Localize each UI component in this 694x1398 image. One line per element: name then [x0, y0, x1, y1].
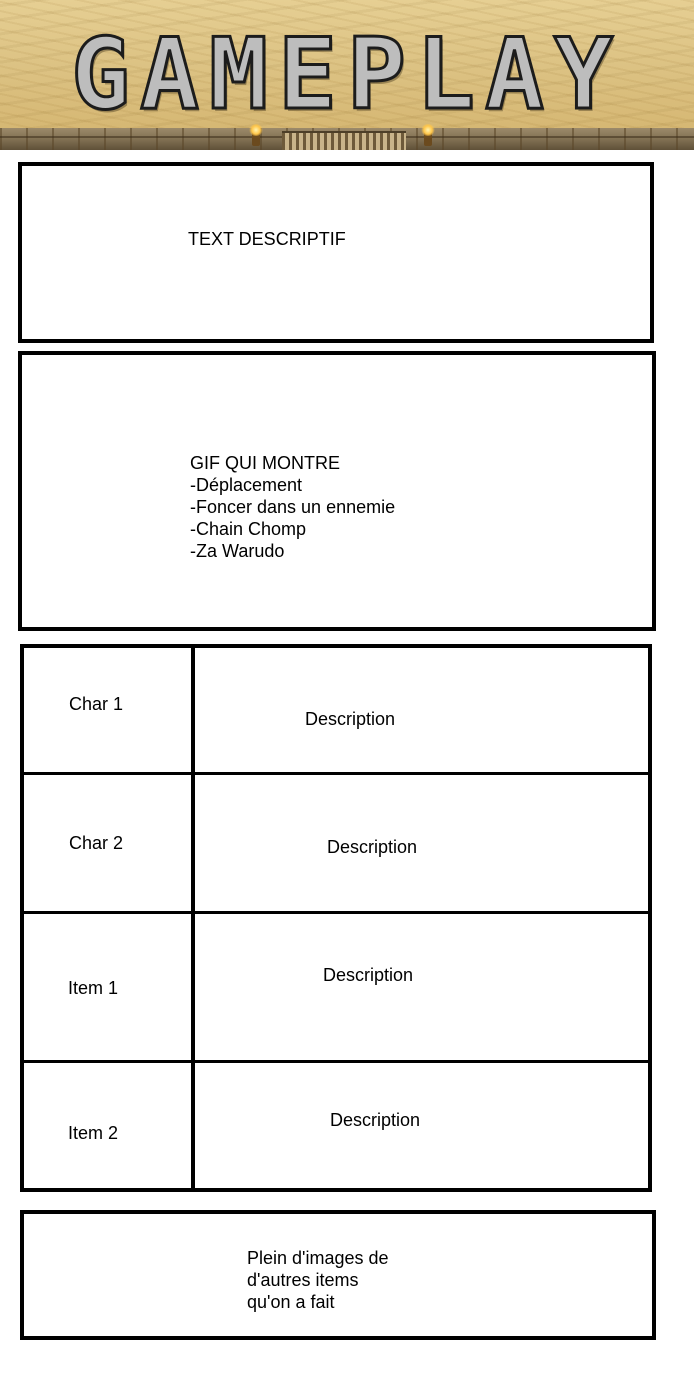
gif-feature-list: GIF QUI MONTRE -Déplacement -Foncer dans…: [190, 452, 395, 562]
gif-feature-item: -Chain Chomp: [190, 519, 307, 539]
entity-description: Description: [323, 965, 414, 985]
description-text: TEXT DESCRIPTIF: [188, 229, 346, 249]
entity-label: Char 2: [69, 833, 124, 853]
gallery-text-line: d'autres items: [247, 1270, 359, 1290]
row-divider: [24, 911, 648, 914]
gallery-text-line: qu'on a fait: [247, 1292, 335, 1312]
gif-feature-item: -Za Warudo: [190, 541, 285, 561]
entity-label: Char 1: [69, 694, 124, 714]
banner-gate-decoration: [282, 131, 406, 150]
gallery-box: Plein d'images de d'autres items qu'on a…: [20, 1210, 656, 1340]
gallery-text: Plein d'images de d'autres items qu'on a…: [247, 1247, 389, 1313]
entity-description: Description: [327, 837, 418, 857]
entity-description: Description: [330, 1110, 421, 1130]
torch-icon: [249, 124, 263, 146]
header-banner: GAMEPLAY: [0, 0, 694, 150]
gif-feature-item: -Déplacement: [190, 475, 303, 495]
gif-showcase-box: GIF QUI MONTRE -Déplacement -Foncer dans…: [18, 351, 656, 631]
entity-table: Char 1 Description Char 2 Description It…: [20, 644, 652, 1192]
description-box: TEXT DESCRIPTIF: [18, 162, 654, 343]
entity-label: Item 2: [68, 1123, 119, 1143]
entity-description: Description: [305, 709, 396, 729]
column-divider: [191, 648, 195, 1192]
row-divider: [24, 1060, 648, 1063]
entity-label: Item 1: [68, 978, 119, 998]
row-divider: [24, 772, 648, 775]
gif-heading: GIF QUI MONTRE: [190, 453, 340, 473]
gif-feature-item: -Foncer dans un ennemie: [190, 497, 396, 517]
torch-icon: [421, 124, 435, 146]
gallery-text-line: Plein d'images de: [247, 1248, 389, 1268]
page-title: GAMEPLAY: [69, 17, 623, 134]
